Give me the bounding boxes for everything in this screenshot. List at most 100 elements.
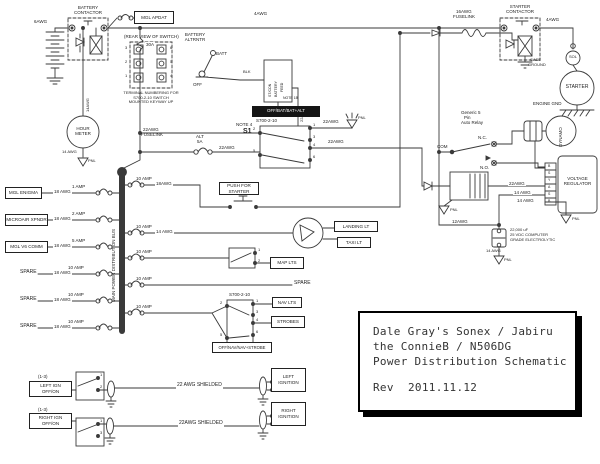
fuse-label-row3: 5 AMP <box>72 238 86 243</box>
dynamo-symbol <box>495 115 577 169</box>
wire-label-starter-row: 18AWG <box>155 181 173 187</box>
title-line-3: Power Distribution Schematic <box>373 355 567 368</box>
fuse-30a-label: 30A <box>145 42 156 48</box>
right-ign-ref: (1-3) <box>38 407 48 412</box>
alt-breaker-label: ALT <box>196 134 204 139</box>
alt-breaker-symbol <box>139 147 261 155</box>
dynamo-label: DYNAMO <box>558 127 563 147</box>
batt-position-label: BATT <box>216 51 228 56</box>
wire-4awg-label: 4AWG <box>253 11 269 17</box>
rev-value: 2011.11.12 <box>408 381 478 394</box>
case-ground-line2: GROUND <box>528 62 546 67</box>
strobes-box: STROBES <box>271 316 305 328</box>
starter-button-circuit <box>124 29 519 209</box>
bus-feed-wire <box>121 26 261 170</box>
wire-22awg-a-label: 22AWG <box>218 145 236 151</box>
alt-breaker-rating: 5A <box>197 139 203 144</box>
s1-terminal-5: 5 <box>253 148 256 153</box>
pnl-flag-label: PNL <box>572 216 580 221</box>
rear-terminal-1: 1 <box>125 73 128 78</box>
master-switch-model: S700-2-10 <box>256 118 278 123</box>
relay-nc-label: N.C. <box>478 135 487 140</box>
s1-terminal-4: 4 <box>313 142 316 147</box>
master-switch-id: S1 <box>243 128 252 135</box>
note-box-line2: BATTERY <box>274 81 278 97</box>
fuse-label-row5: 10 AMP <box>68 292 84 297</box>
device-box-mgl-v6-comm: MGL V6 COMM <box>5 241 48 253</box>
fuse-label-row6: 10 AMP <box>68 319 84 324</box>
bus-bar <box>117 167 127 334</box>
s1-terminal-1: 1 <box>313 122 316 127</box>
pnl-flag-label: PNL <box>88 158 96 163</box>
fuselink-22-line2: FUSELINK <box>141 132 164 137</box>
device-box-microair-xpndr: MICROAIR XPNDR <box>5 214 48 226</box>
relay-com-label: COM <box>437 144 448 149</box>
wire-blk-label: BLK <box>242 69 252 75</box>
note-box-line1: ST/CON <box>268 83 272 97</box>
wire-22awg-charging-label: 22AWG <box>508 181 526 187</box>
right-ign-terminal-1: 1 <box>100 418 103 423</box>
note-box-ref: NOTE 1B <box>283 96 298 100</box>
left-ign-terminal-2: 2 <box>100 384 103 389</box>
taxi-light-box: TAXI LT <box>337 237 371 248</box>
nav-terminal-1: 1 <box>256 298 259 303</box>
title-block: Dale Gray's Sonex / Jabiru the ConnieB /… <box>358 311 577 412</box>
rear-view-caption: (REAR VIEW OF SWITCH) <box>124 34 179 39</box>
device-box-mgl-enigma: MGL ENIGMA <box>5 187 42 199</box>
map-terminal-1: 1 <box>258 247 261 252</box>
wire-22awg-b-label: 22AWG <box>322 119 340 125</box>
switch-rear-view-symbol <box>129 41 173 89</box>
rear-terminal-3: 3 <box>125 45 128 50</box>
nav-strobe-switch-symbol <box>124 299 273 345</box>
off-nav-strobe-caption-box: OFF/NAV/NAV+STROBE <box>212 342 272 353</box>
right-ign-terminal-3: 3 <box>100 430 103 435</box>
fuse-label-row4: 10 AMP <box>68 265 84 270</box>
wire-14awg-a-label: 14 AWG <box>513 190 532 196</box>
wire-4awg-b-label: 4AWG <box>545 17 561 23</box>
note-box-line3: FEED <box>280 82 284 92</box>
wire-label-row6: 18 AWG <box>53 324 72 330</box>
title-line-2: the ConnieB / N506DG <box>373 340 512 353</box>
solenoid-label: SOL <box>568 54 577 59</box>
wire-14awg-b-label: 14 AWG <box>516 198 535 204</box>
fuse-label-row1: 1 AMP <box>72 184 86 189</box>
case-ground-line1: CASE <box>530 57 541 62</box>
wire-label-row3: 18 AWG <box>53 243 72 249</box>
right-ignition-circuit <box>71 410 274 447</box>
bus-label: MAIN POWER DISTRIBUTION BUS <box>111 228 116 302</box>
left-ign-cable-label: 22 AWG SHIELDED <box>176 382 223 389</box>
right-ign-cable-label: 22AWG SHIELDED <box>178 420 224 427</box>
wire-14awg-vert-label: 14AWG <box>85 98 90 112</box>
nav-terminal-5: 5 <box>220 332 223 337</box>
nav-terminal-6: 6 <box>256 329 259 334</box>
pnl-flag-label: PNL <box>358 115 366 120</box>
fuselink-22-line1: 22AWG <box>143 127 159 132</box>
capacitor-spec-line3: GRADE ELECTROLYTIC <box>510 237 556 242</box>
nav-switch-model: S700-2-10 <box>229 292 251 297</box>
spare-row <box>124 280 293 288</box>
voltage-regulator-symbol <box>495 155 598 230</box>
always-hot-device-box: MGL APDAT <box>134 11 174 24</box>
rev-label: Rev <box>373 381 394 394</box>
regulator-pin-2: S <box>548 171 551 175</box>
regulator-pin-3: Y <box>548 178 551 182</box>
wire-label-row2: 18 AWG <box>53 216 72 222</box>
relay-note-line1: Generic 5 <box>461 110 481 115</box>
fuse-label-row2: 2 AMP <box>72 211 86 216</box>
fuse-label-spare-row: 10 AMP <box>136 276 152 281</box>
always-hot-fuse-symbol <box>107 14 135 29</box>
spare-right-label: SPARE <box>294 280 311 286</box>
wire-label-row4: 18 AWG <box>53 270 72 276</box>
relay-note-line2: Pin <box>464 115 471 120</box>
left-ign-terminal-1: 1 <box>100 372 103 377</box>
wire-14awg-label: 14 AWG <box>62 149 77 154</box>
nav-terminal-3: 3 <box>256 309 259 314</box>
regulator-pin-5: S <box>548 192 551 196</box>
